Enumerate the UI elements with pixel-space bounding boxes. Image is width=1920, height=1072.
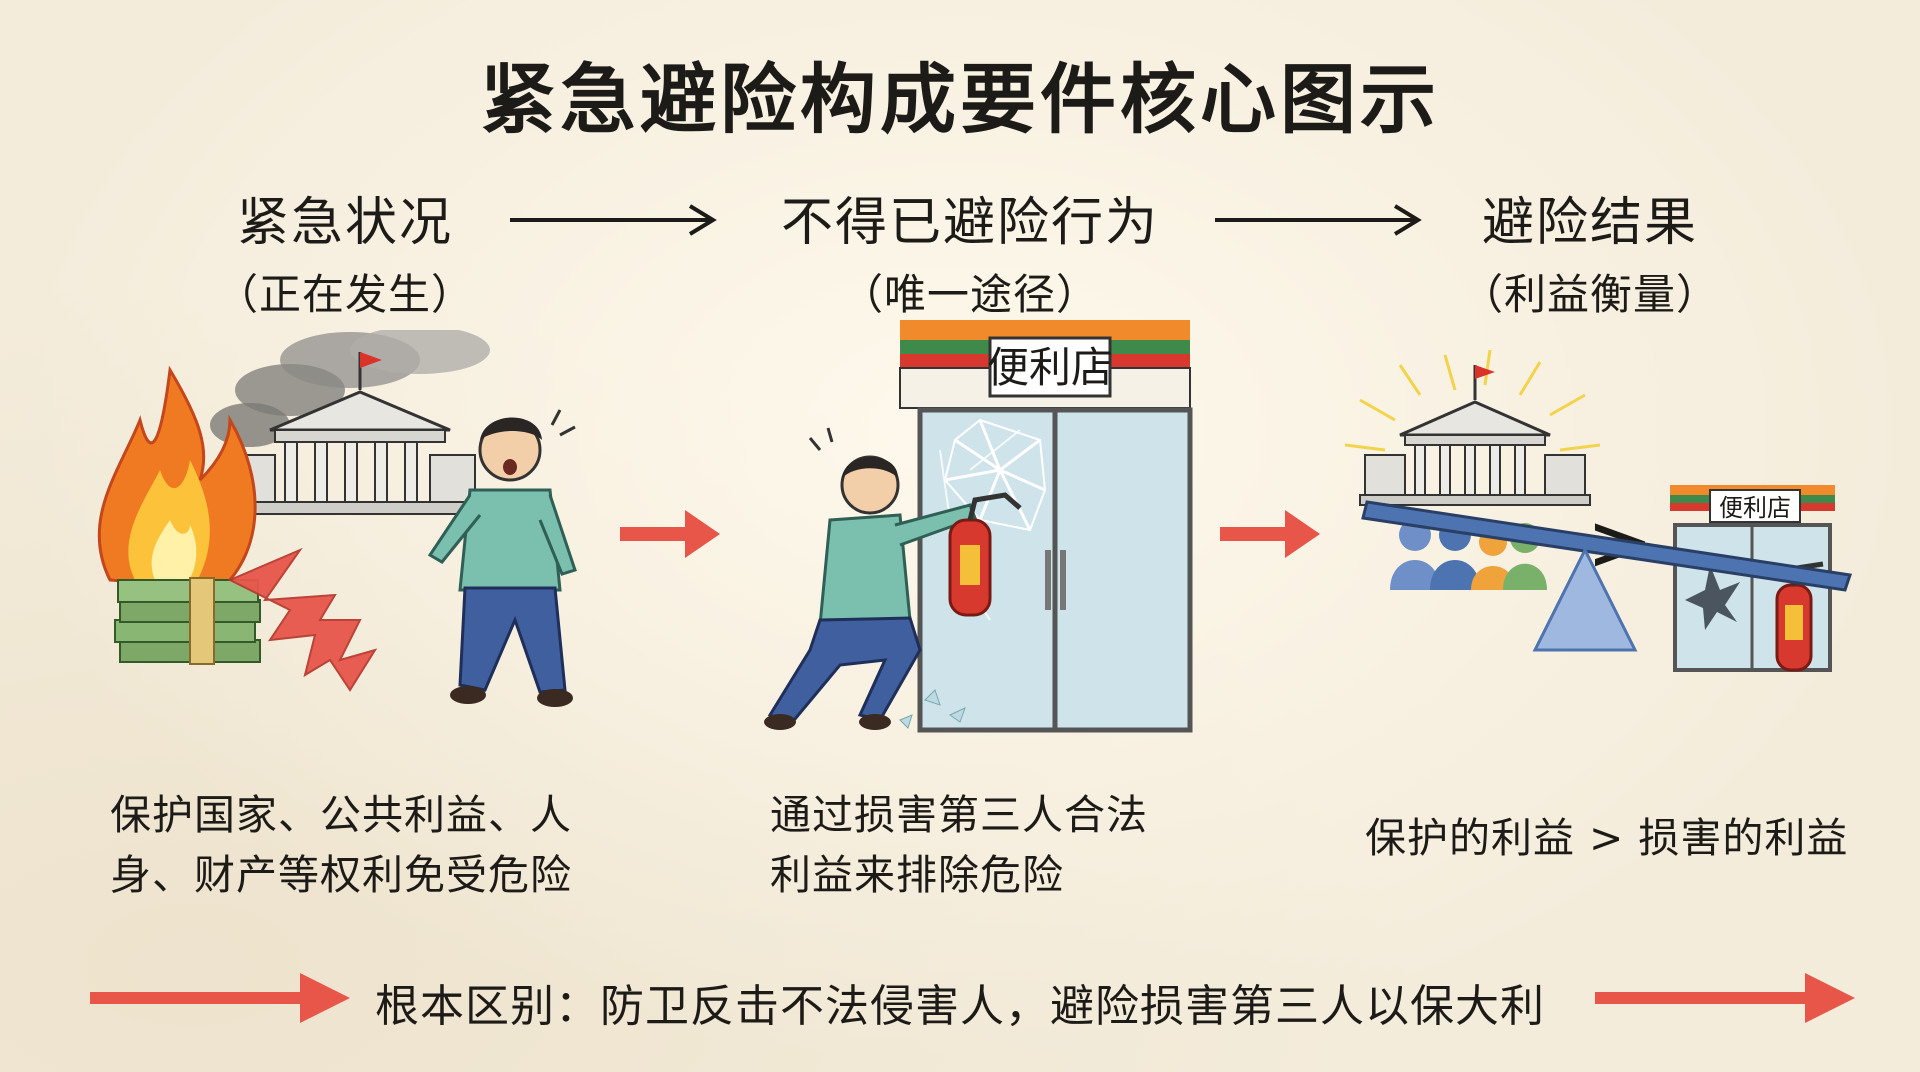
stage-2-subheading: （唯一途径） [840, 270, 1099, 319]
convenience-store-icon: 便利店 [899, 320, 1193, 733]
stage-2-description-line-1: 通过损害第三人合法 [770, 791, 1148, 839]
smoke-icon [210, 330, 490, 447]
scale-seesaw-icon [1361, 500, 1852, 652]
worried-man-icon [427, 409, 577, 707]
store-sign-large: 便利店 [987, 343, 1113, 392]
transition-arrow-2 [1220, 510, 1320, 558]
stage-3-heading: 避险结果 [1481, 193, 1698, 253]
heading-arrow-1 [510, 204, 717, 236]
stage-1-description: 保护国家、公共利益、人 身、财产等权利免受危险 [110, 785, 610, 905]
transition-arrow-1 [620, 510, 720, 558]
downward-zigzag-arrow-icon [227, 547, 378, 692]
stage-3-description: 保护的利益 > 损害的利益 [1365, 808, 1885, 868]
bottom-note: 根本区别：防卫反击不法侵害人，避险损害第三人以保大利 [375, 981, 1545, 1032]
stage-3-header: 避险结果 （利益衡量） [1440, 180, 1740, 322]
stage-2-heading: 不得已避险行为 [780, 193, 1159, 253]
stage-1-header: 紧急状况 （正在发生） [195, 180, 495, 322]
fire-icon [97, 365, 257, 592]
government-building-icon [224, 352, 481, 515]
bottom-arrow-left [90, 973, 350, 1023]
stage-1-description-line-2: 身、财产等权利免受危险 [110, 851, 572, 899]
stage-1-subheading: （正在发生） [215, 270, 474, 319]
stage-1-heading: 紧急状况 [236, 193, 453, 253]
stage-1-description-line-1: 保护国家、公共利益、人 [110, 791, 572, 839]
man-breaking-glass-icon [764, 427, 977, 730]
stage-2-description: 通过损害第三人合法 利益来排除危险 [770, 785, 1190, 905]
page-title: 紧急避险构成要件核心图示 [480, 55, 1440, 144]
money-stack-icon [114, 577, 261, 665]
government-building-icon [1359, 365, 1591, 506]
stage-2-illustration: 便利店 [764, 320, 1193, 733]
shatter-effect [899, 418, 1047, 729]
glow-rays [1345, 350, 1601, 452]
stage-2-description-line-2: 利益来排除危险 [770, 851, 1064, 899]
stage-2-header: 不得已避险行为 （唯一途径） [740, 180, 1200, 322]
bottom-arrow-right [1595, 973, 1855, 1023]
fire-extinguisher-icon [948, 492, 1022, 617]
store-sign-small: 便利店 [1719, 494, 1791, 522]
heading-arrow-2 [1215, 204, 1422, 236]
stage-3-description-line-1: 保护的利益 > 损害的利益 [1365, 814, 1849, 862]
stage-3-illustration: > 便利店 [1345, 350, 1852, 672]
stage-3-subheading: （利益衡量） [1460, 270, 1719, 319]
stage-1-illustration [97, 330, 577, 707]
